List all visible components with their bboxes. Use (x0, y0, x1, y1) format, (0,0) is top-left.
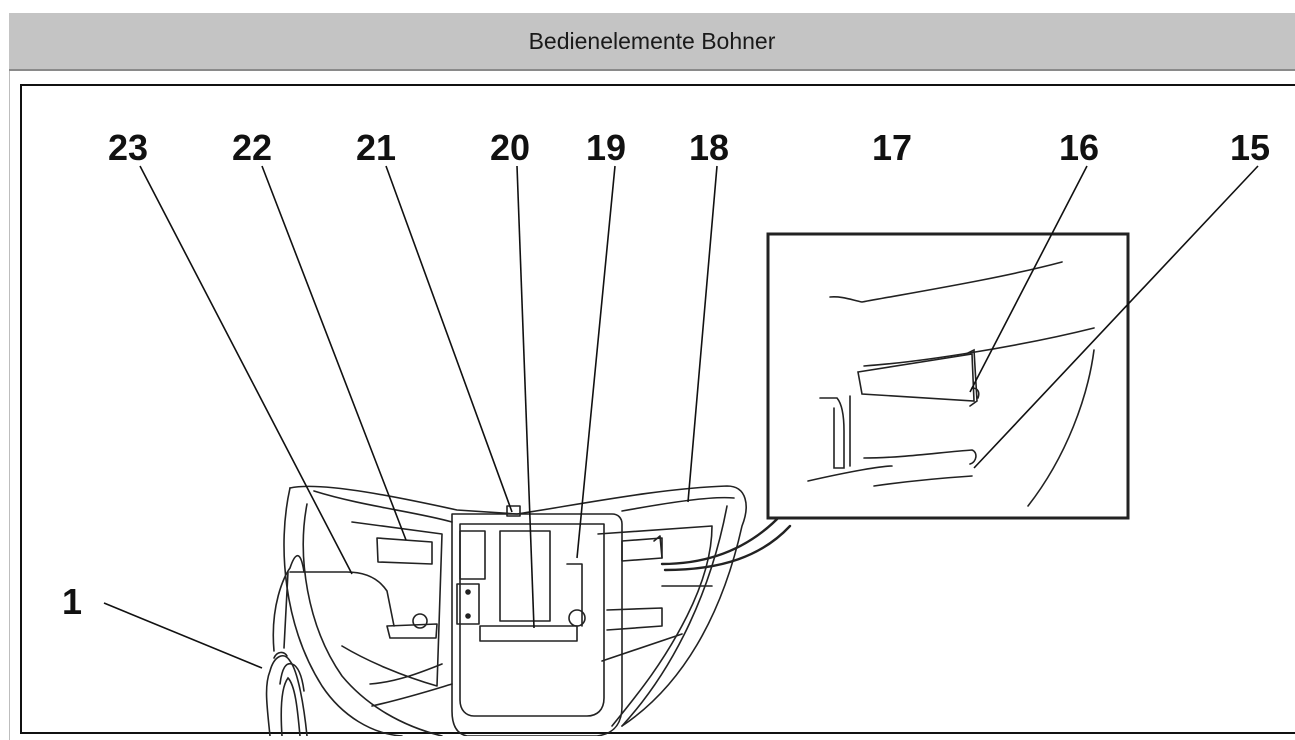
operating-controls-figure: 23 22 21 20 19 18 17 16 15 1 (20, 84, 1295, 736)
callout-17: 17 (872, 127, 912, 168)
callout-19: 19 (586, 127, 626, 168)
callout-15: 15 (1230, 127, 1270, 168)
page-header: Bedienelemente Bohner (9, 13, 1295, 71)
central-console (451, 513, 623, 736)
callout-22: 22 (232, 127, 272, 168)
machine-body-outline (289, 485, 747, 727)
callout-23: 23 (108, 127, 148, 168)
left-rule (9, 71, 10, 740)
callout-1: 1 (62, 581, 82, 622)
page-title: Bedienelemente Bohner (528, 27, 776, 54)
callout-leaders (103, 165, 1259, 669)
detail-inset (766, 232, 1130, 520)
handle-grip (265, 554, 308, 736)
callout-21: 21 (356, 127, 396, 168)
callout-20: 20 (490, 127, 530, 168)
callout-18: 18 (689, 127, 729, 168)
machine-diagram: 23 22 21 20 19 18 17 16 15 1 (62, 127, 1270, 736)
callout-16: 16 (1059, 127, 1099, 168)
